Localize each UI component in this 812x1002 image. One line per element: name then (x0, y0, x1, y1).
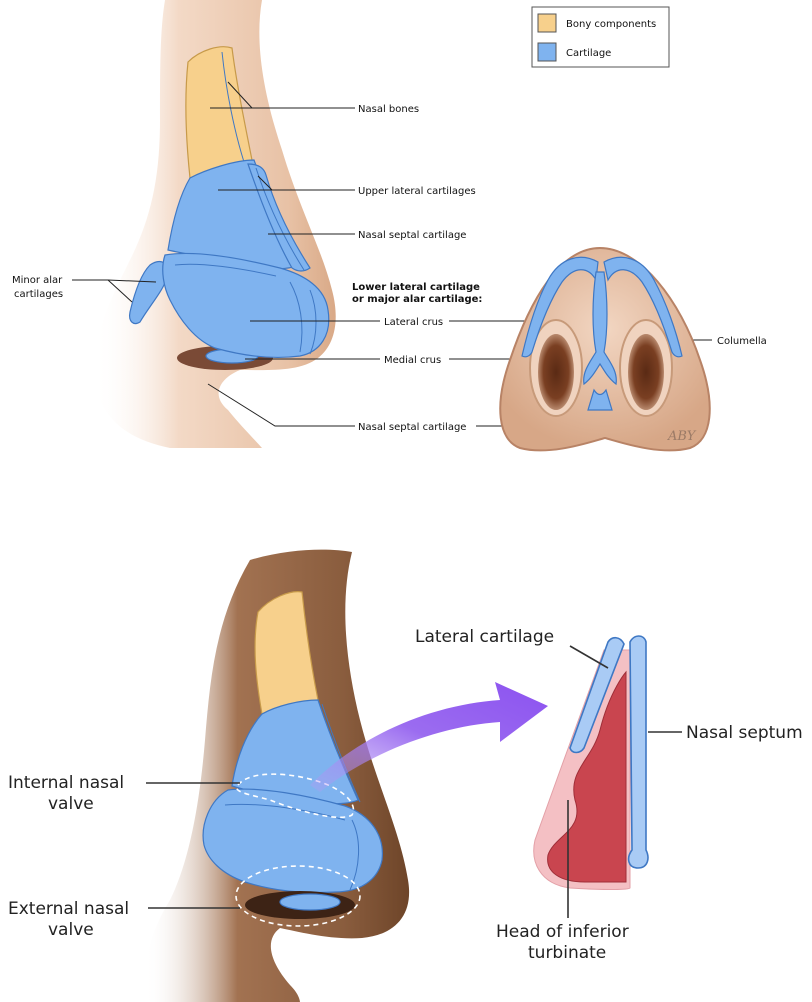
label-nasal-bones: Nasal bones (358, 104, 419, 115)
legend-label-bony: Bony components (566, 19, 656, 30)
bottom-labels: Lateral cartilage Nasal septum Internal … (8, 627, 803, 963)
valve-cross-section (534, 636, 648, 890)
label-nasal-septum: Nasal septum (686, 723, 803, 743)
label-minor-alar-1: Minor alar (12, 275, 63, 286)
nasal-septum-shape (629, 636, 648, 868)
legend-label-cartilage: Cartilage (566, 48, 611, 59)
legend-swatch-cartilage (538, 43, 556, 61)
label-lower-lateral-1: Lower lateral cartilage (352, 282, 480, 293)
label-lower-lateral-2: or major alar cartilage: (352, 294, 482, 305)
label-upper-lateral-cartilages: Upper lateral cartilages (358, 186, 476, 197)
bottom-lateral-nose (145, 550, 409, 1002)
label-medial-crus: Medial crus (384, 355, 441, 366)
label-lateral-cartilage: Lateral cartilage (415, 627, 554, 647)
label-nasal-septal-cartilage-upper: Nasal septal cartilage (358, 230, 466, 241)
basal-view-nose: ABY (500, 248, 709, 450)
label-internal-valve-1: Internal nasal (8, 773, 124, 793)
label-lateral-crus: Lateral crus (384, 317, 443, 328)
top-lateral-nose (94, 0, 335, 448)
label-external-valve-2: valve (48, 920, 94, 940)
signature: ABY (667, 429, 697, 444)
label-nasal-septal-cartilage-lower: Nasal septal cartilage (358, 422, 466, 433)
label-external-valve-1: External nasal (8, 899, 129, 919)
legend-swatch-bony (538, 14, 556, 32)
legend: Bony components Cartilage (532, 7, 669, 67)
label-inferior-turbinate-2: turbinate (528, 943, 606, 963)
label-internal-valve-2: valve (48, 794, 94, 814)
label-inferior-turbinate-1: Head of inferior (496, 922, 629, 942)
label-minor-alar-2: cartilages (14, 289, 63, 300)
label-columella: Columella (717, 336, 767, 347)
